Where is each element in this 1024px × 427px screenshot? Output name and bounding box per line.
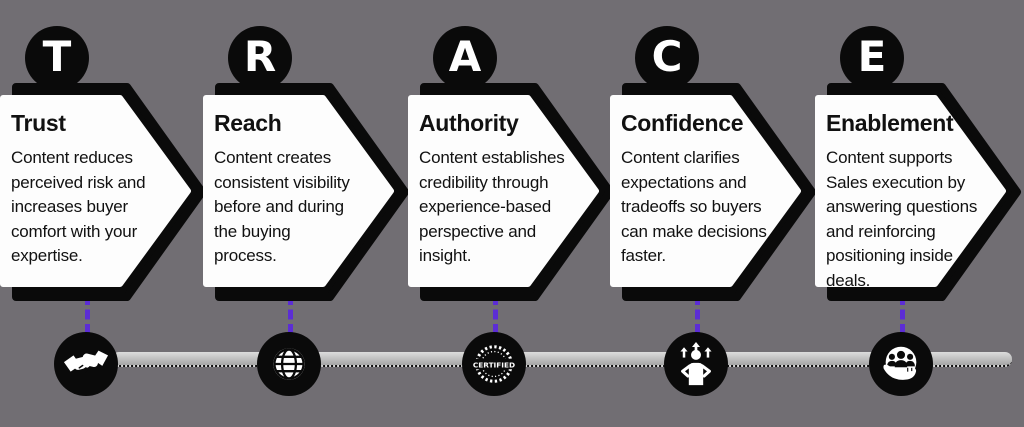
handshake-icon bbox=[54, 332, 118, 396]
card-title: Trust bbox=[11, 110, 66, 136]
letter-badge-label: R bbox=[243, 32, 277, 81]
card-text: Enablement Content supports Sales execut… bbox=[826, 110, 1012, 293]
certified-badge-icon: CERTIFIED bbox=[462, 332, 526, 396]
chevron-card-shape bbox=[0, 83, 206, 301]
letter-badge-a: A bbox=[433, 26, 497, 90]
card-title: Confidence bbox=[621, 110, 744, 136]
dashed-connector bbox=[85, 295, 90, 334]
card-text: Authority Content establishes credibilit… bbox=[419, 110, 605, 269]
trace-panel-confidence: C Confidence Content clarifies expectati… bbox=[610, 0, 822, 427]
letter-badge-c: C bbox=[635, 26, 699, 90]
letter-badge-label: T bbox=[42, 32, 72, 81]
card-description: Content supports Sales execution by answ… bbox=[826, 148, 978, 290]
card-title: Authority bbox=[419, 110, 519, 136]
chevron-card-shape bbox=[408, 83, 614, 301]
trace-panel-enablement: E Enablement Content supports Sales exec… bbox=[815, 0, 1024, 427]
globe-icon bbox=[257, 332, 321, 396]
letter-badge-e: E bbox=[840, 26, 904, 90]
trace-panel-trust: T Trust Content reduces perceived risk a… bbox=[0, 0, 212, 427]
card-description: Content reduces perceived risk and incre… bbox=[11, 148, 146, 265]
chevron-card-shape bbox=[203, 83, 409, 301]
letter-badge-label: C bbox=[651, 32, 683, 81]
dashed-connector bbox=[493, 295, 498, 334]
letter-badge-label: E bbox=[857, 32, 887, 81]
confident-person-icon bbox=[664, 332, 728, 396]
card-description: Content establishes credibility through … bbox=[419, 148, 565, 265]
timeline-bar bbox=[112, 352, 1012, 367]
card-text: Reach Content creates consistent visibil… bbox=[214, 110, 400, 269]
letter-badge-t: T bbox=[25, 26, 89, 90]
letter-badge-label: A bbox=[448, 32, 482, 81]
card-title: Enablement bbox=[826, 110, 954, 136]
card-description: Content creates consistent visibility be… bbox=[214, 148, 350, 265]
dashed-connector bbox=[900, 295, 905, 334]
dashed-connector bbox=[288, 295, 293, 334]
card-text: Trust Content reduces perceived risk and… bbox=[11, 110, 197, 269]
letter-badge-r: R bbox=[228, 26, 292, 90]
dashed-connector bbox=[695, 295, 700, 334]
certified-badge-text: CERTIFIED bbox=[473, 361, 516, 369]
card-text: Confidence Content clarifies expectation… bbox=[621, 110, 807, 269]
trace-panel-authority: A Authority Content establishes credibil… bbox=[408, 0, 620, 427]
team-in-hand-icon bbox=[869, 332, 933, 396]
chevron-card-shape bbox=[610, 83, 816, 301]
chevron-card-shape bbox=[815, 83, 1021, 301]
trace-panel-reach: R Reach Content creates consistent visib… bbox=[203, 0, 415, 427]
card-title: Reach bbox=[214, 110, 282, 136]
card-description: Content clarifies expectations and trade… bbox=[621, 148, 767, 265]
